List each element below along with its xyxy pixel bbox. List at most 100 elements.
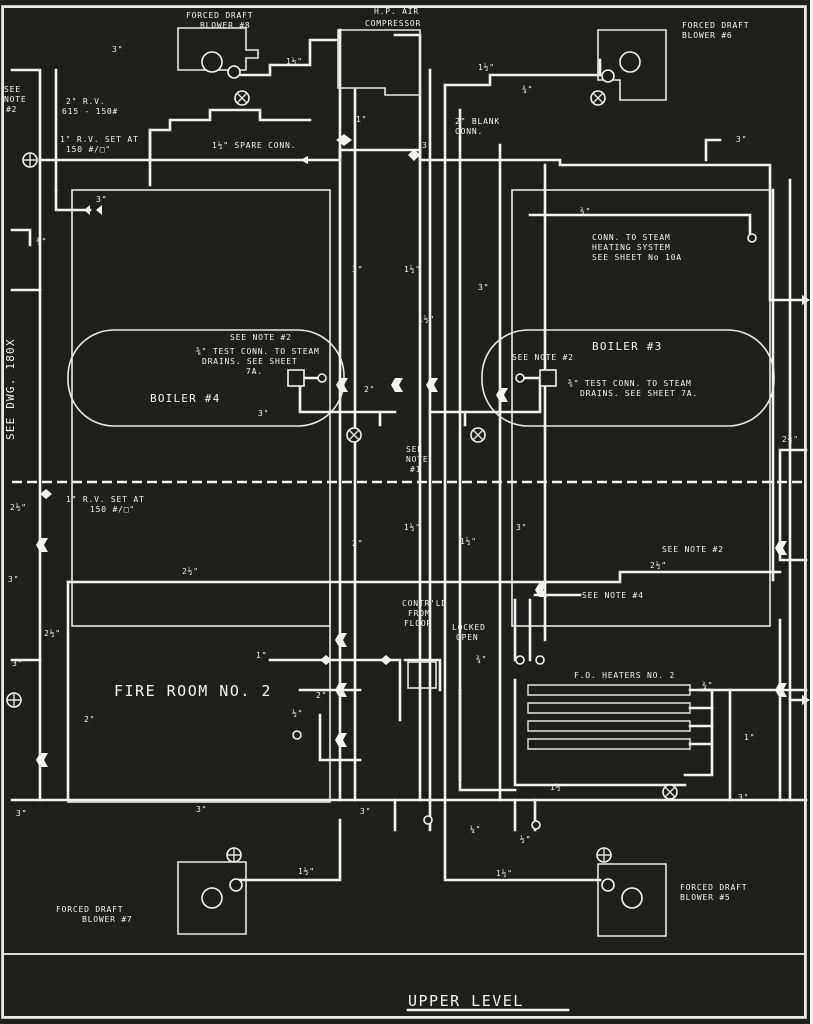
label-see-note2-lower: SEE NOTE #2 [662,545,724,554]
sheet-title: UPPER LEVEL [408,992,524,1010]
compressor-outline [337,29,421,96]
label-test-left-3: 7A. [246,367,263,376]
size-3-k: 3" [738,793,749,802]
label-compressor-1: H.P. AIR [374,7,419,16]
label-rv-mid-1: 1" R.V. SET AT [66,495,145,504]
size-14-a: ¼" [470,825,481,834]
label-contr-3: FLOOR [404,619,432,628]
size-2h-a: 2½" [782,434,799,444]
size-3-j: 3" [12,659,23,668]
size-2h-c: 2½" [182,566,199,576]
size-34-b: ¾" [36,237,47,246]
blower-7 [177,861,247,935]
label-note1-1: SEE [406,445,423,454]
label-rv-top-1: 1" R.V. SET AT [60,135,139,144]
size-1h-a: 1½" [286,56,303,66]
instruments [6,90,757,863]
test-conn-left-fitting [287,369,305,387]
arrow-spare [300,156,308,164]
label-locked-2: OPEN [456,633,478,642]
label-spare-conn: 1½" SPARE CONN. [212,140,296,150]
label-rv2-1: 2" R.V. [66,97,105,106]
size-3-g: 3" [258,409,269,418]
label-test-right-1: ⅜" TEST CONN. TO STEAM [568,379,692,388]
label-note1-3: #1 [410,465,421,474]
size-3-l: 3" [196,805,207,814]
label-see-note4: SEE NOTE #4 [582,591,644,600]
label-fire-room: FIRE ROOM NO. 2 [114,682,272,700]
label-blower7-2: BLOWER #7 [82,915,133,924]
size-2-a: 2" [364,385,375,394]
label-test-left-1: ⅜" TEST CONN. TO STEAM [196,347,320,356]
valves [36,134,787,767]
size-34-c: ¾" [580,207,591,216]
label-note1-2: NOTE [406,455,428,464]
size-34-a: ¾" [522,85,533,94]
blower-8 [177,27,259,79]
test-conn-right-fitting [539,369,557,387]
side-label: SEE DWG. 180X [4,338,17,440]
size-34-d: ¾" [476,655,487,664]
label-boiler-3: BOILER #3 [592,340,662,353]
label-rv-mid-2: 150 #/□" [90,505,135,514]
label-steam-heat-1: CONN. TO STEAM [592,233,671,242]
label-note-top-3: #2 [6,105,17,114]
size-1h-i: 1½" [496,868,513,878]
label-blower7-1: FORCED DRAFT [56,905,123,914]
size-2h-b: 2½" [10,502,27,512]
size-12-b: ½" [520,834,531,844]
label-compressor-2: COMPRESSOR [365,19,421,28]
size-2h-d: 2½" [650,560,667,570]
label-see-note2-left: SEE NOTE #2 [230,333,292,342]
label-note-top-1: SEE [4,85,21,94]
size-1-c: 1" [744,733,755,742]
size-2-c: 2" [316,691,327,700]
size-3-e: 3" [352,265,363,274]
drawing-border [1,5,807,955]
label-blower8-1: FORCED DRAFT [186,11,253,20]
size-12-a: ½" [292,708,303,718]
size-34-e: ¾" [702,681,713,690]
boiler-4-room-outline [71,189,331,627]
size-1h-d: 1½" [418,314,435,324]
size-1h-c: 1½" [404,264,421,274]
label-blower5-1: FORCED DRAFT [680,883,747,892]
blower-5 [597,863,667,937]
size-1-a: 1" [356,115,367,124]
size-3-c: 3" [736,135,747,144]
label-rv-top-2: 150 #/□" [66,145,111,154]
label-blank-conn-2: CONN. [455,127,483,136]
size-3-d: 3" [96,195,107,204]
blower-6 [597,29,667,101]
label-blower6-2: BLOWER #6 [682,31,733,40]
size-1h-f: 1½" [460,536,477,546]
label-contr-1: CONTR'LD [402,599,447,608]
title-strip [1,953,807,1019]
controlled-valve-box [407,661,437,689]
label-contr-2: FROM [408,609,430,618]
label-see-note2-right: SEE NOTE #2 [512,353,574,362]
size-1h-b: 1½" [478,62,495,72]
size-3-f: 3" [478,283,489,292]
boiler-3-room-outline [511,189,771,627]
size-3-i: 3" [8,575,19,584]
size-1h-h: 1½" [298,866,315,876]
label-steam-heat-2: HEATING SYSTEM [592,243,671,252]
label-note-top-2: NOTE [4,95,26,104]
size-2-b: 2" [352,539,363,548]
label-boiler-4: BOILER #4 [150,392,220,405]
label-steam-heat-3: SEE SHEET No 10A [592,253,682,262]
label-blower6-1: FORCED DRAFT [682,21,749,30]
size-2h-e: 2½" [44,628,61,638]
label-fo-heaters: F.O. HEATERS NO. 2 [574,671,675,680]
size-2-d: 2" [84,715,95,724]
size-1-b: 1" [256,651,267,660]
size-3-top: 3" [112,45,123,54]
label-blank-conn-1: 2" BLANK [455,117,500,126]
size-3-n: 3" [16,809,27,818]
size-1h-g: 1½" [550,782,567,792]
label-blower5-2: BLOWER #5 [680,893,731,902]
label-locked-1: LOCKED [452,623,486,632]
